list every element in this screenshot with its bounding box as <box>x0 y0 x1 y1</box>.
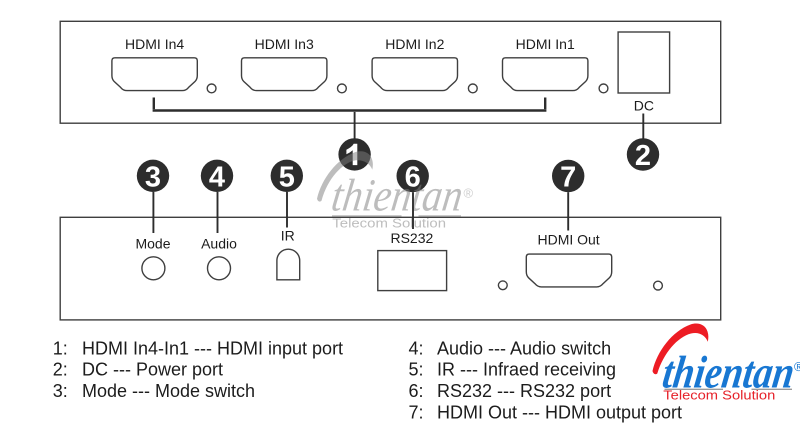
svg-text:1:: 1: <box>53 339 68 359</box>
svg-text:HDMI Out --- HDMI output port: HDMI Out --- HDMI output port <box>437 402 682 422</box>
svg-text:6:: 6: <box>409 381 424 401</box>
svg-text:IR: IR <box>281 228 295 244</box>
svg-text:HDMI In2: HDMI In2 <box>385 36 444 52</box>
svg-text:IR --- Infraed receiving: IR --- Infraed receiving <box>437 360 616 380</box>
svg-text:2: 2 <box>635 140 651 172</box>
svg-text:Audio --- Audio switch: Audio --- Audio switch <box>437 339 611 359</box>
svg-text:RS232: RS232 <box>390 230 433 246</box>
svg-text:5:: 5: <box>409 360 424 380</box>
svg-text:HDMI Out: HDMI Out <box>537 231 599 247</box>
svg-text:7:: 7: <box>409 402 424 422</box>
svg-text:DC --- Power port: DC --- Power port <box>82 360 223 380</box>
svg-text:5: 5 <box>279 162 295 194</box>
svg-text:2:: 2: <box>53 360 68 380</box>
svg-text:HDMI In4-In1 --- HDMI input po: HDMI In4-In1 --- HDMI input port <box>82 339 343 359</box>
svg-text:DC: DC <box>634 98 654 114</box>
svg-text:RS232 --- RS232 port: RS232 --- RS232 port <box>437 381 611 401</box>
svg-text:HDMI In3: HDMI In3 <box>255 36 314 52</box>
svg-text:Mode: Mode <box>135 236 170 252</box>
svg-text:4: 4 <box>209 162 225 194</box>
svg-text:thientan: thientan <box>329 170 467 221</box>
svg-text:3: 3 <box>145 162 161 194</box>
svg-text:Audio: Audio <box>201 236 237 252</box>
svg-text:3:: 3: <box>53 381 68 401</box>
svg-text:®: ® <box>464 186 474 201</box>
svg-text:HDMI In1: HDMI In1 <box>516 36 575 52</box>
svg-text:Telecom Solution: Telecom Solution <box>332 216 446 231</box>
svg-text:4:: 4: <box>409 339 424 359</box>
svg-text:Telecom Solution: Telecom Solution <box>663 388 775 403</box>
svg-text:7: 7 <box>560 162 576 194</box>
svg-text:Mode --- Mode switch: Mode --- Mode switch <box>82 381 255 401</box>
svg-text:®: ® <box>794 359 800 374</box>
svg-text:6: 6 <box>405 162 421 194</box>
svg-text:HDMI In4: HDMI In4 <box>125 36 184 52</box>
